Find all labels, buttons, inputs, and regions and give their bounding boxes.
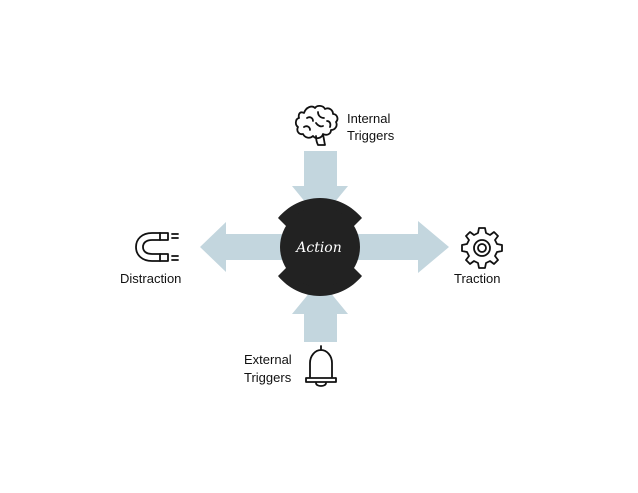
external-triggers-label-line1: External [244, 352, 292, 367]
external-triggers-label-line2: Triggers [244, 370, 292, 385]
action-label: Action [294, 240, 342, 256]
traction-label: Traction [454, 271, 500, 286]
bell-icon [305, 345, 337, 387]
internal-triggers-label-line2: Triggers [347, 128, 395, 143]
distraction-node: Distraction [120, 232, 181, 286]
internal-triggers-node: Internal Triggers [294, 104, 395, 146]
gear-icon [461, 227, 503, 269]
external-triggers-node: External Triggers [244, 345, 337, 387]
arrow-external-to-action [292, 280, 348, 342]
arrow-action-to-distraction [200, 222, 282, 272]
arrow-action-to-traction [355, 221, 449, 273]
distraction-label: Distraction [120, 271, 181, 286]
brain-icon [294, 104, 339, 146]
internal-triggers-label-line1: Internal [347, 111, 390, 126]
magnet-icon [135, 232, 179, 262]
traction-node: Traction [454, 227, 503, 286]
action-node: Action [278, 198, 362, 296]
